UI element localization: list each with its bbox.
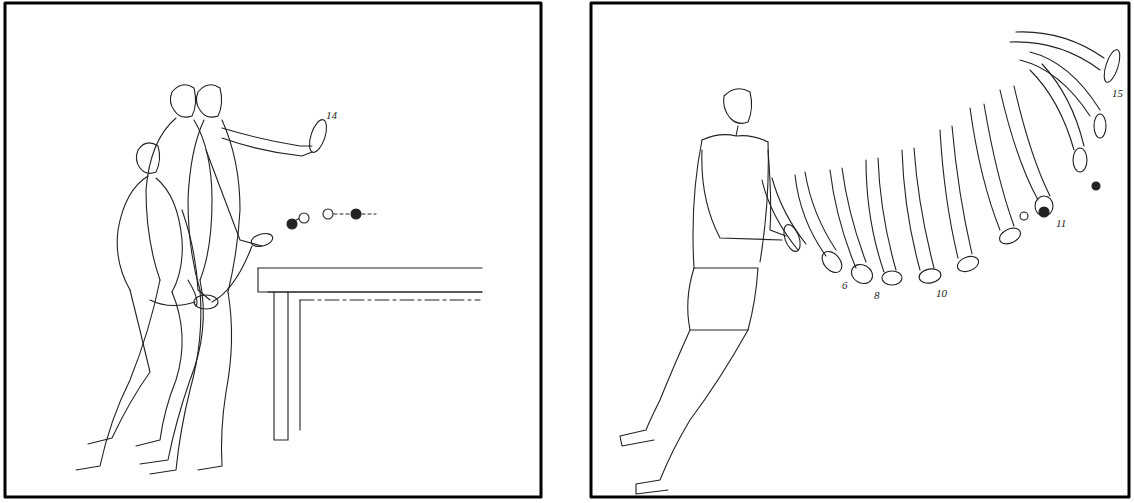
callout-number: 15 (1112, 88, 1123, 99)
player-figure (620, 89, 803, 494)
callout-number: 11 (1056, 218, 1066, 229)
swing-sequence (762, 32, 1123, 287)
panel-frame (591, 3, 1129, 497)
callout-number: 10 (936, 288, 947, 299)
callout-number: 6 (842, 280, 848, 291)
panel-frame (5, 3, 541, 497)
ball (287, 209, 376, 229)
ball (1020, 182, 1100, 220)
player-figure (76, 85, 330, 474)
table (258, 268, 482, 440)
callout-number: 8 (874, 290, 880, 301)
callout-number: 14 (326, 110, 337, 121)
